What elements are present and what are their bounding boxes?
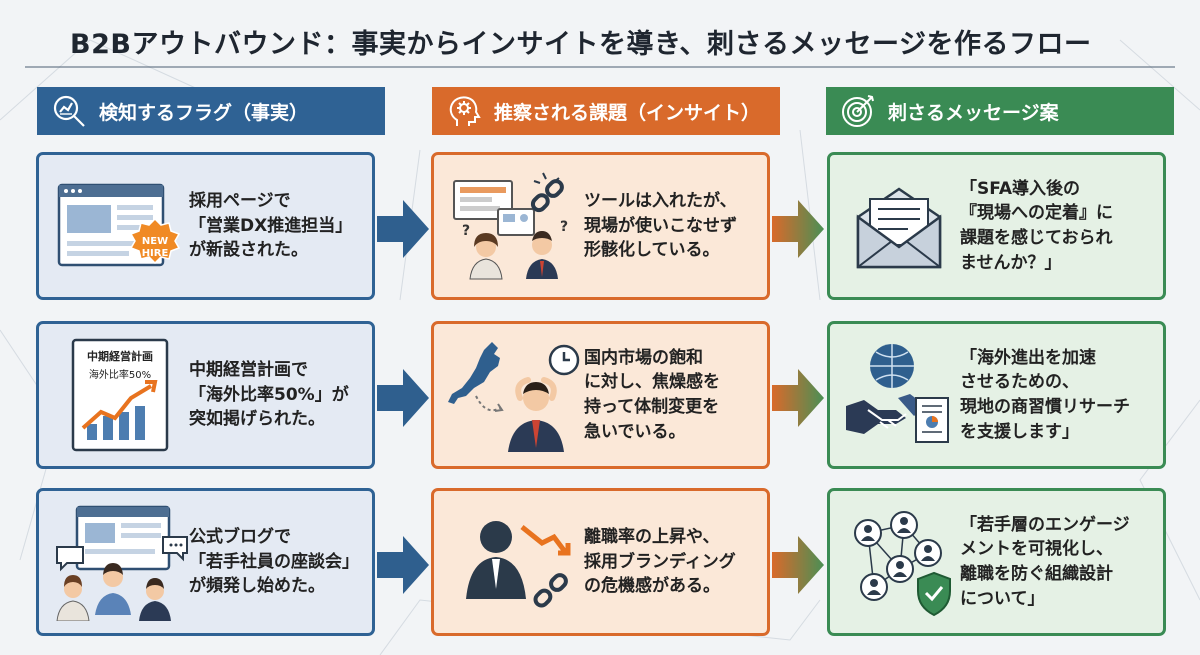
svg-text:HIRE: HIRE [142,248,169,259]
title-divider [25,66,1175,68]
message-card-overseas: 「海外進出を加速 させるための、 現地の商習慣リサーチ を支援します」 [827,321,1166,469]
fact-card-blog: 公式ブログで 「若手社員の座談会」 が頻発し始めた。 [36,488,375,636]
insight-card-tool-adoption: ? ? ツールは入れたが、 現場が使いこなせず 形骸化している。 [431,152,770,300]
plan-document-chart-illustration: 中期経営計画 海外比率50% [51,336,189,454]
message-text: 「海外進出を加速 させるための、 現地の商習慣リサーチ を支援します」 [960,347,1130,442]
magnifier-chart-icon [49,91,89,131]
svg-text:?: ? [462,223,470,239]
fact-text: 採用ページで 「営業DX推進担当」 が新設された。 [189,191,353,261]
flow-arrow-right [377,369,429,427]
fact-card-hiring: NEW HIRE 採用ページで 「営業DX推進担当」 が新設された。 [36,152,375,300]
fact-text: 中期経営計画で 「海外比率50%」が 突如掲げられた。 [189,360,349,430]
column-header-facts: 検知するフラグ（事実） [37,87,385,135]
flow-arrow-right [772,536,824,594]
insight-card-turnover: 離職率の上昇や、 採用ブランディング の危機感がある。 [431,488,770,636]
silhouette-downtrend-broken-link-illustration [446,503,584,621]
people-network-shield-icon [844,503,954,621]
target-arrow-icon [838,91,878,131]
column-header-label: 検知するフラグ（事実） [99,101,309,124]
message-card-engagement: 「若手層のエンゲージ メントを可視化し、 離職を防ぐ組織設計 について」 [827,488,1166,636]
fact-text: 公式ブログで 「若手社員の座談会」 が頻発し始めた。 [189,527,359,597]
flow-arrow-right [377,200,429,258]
column-header-messages: 刺さるメッセージ案 [826,87,1174,135]
brain-gear-icon [444,91,484,131]
flow-arrow-right [377,536,429,594]
message-card-sfa: 「SFA導入後の 『現場への定着』に 課題を感じておられ ませんか？」 [827,152,1166,300]
insight-text: 離職率の上昇や、 採用ブランディング の危機感がある。 [584,527,736,597]
globe-handshake-document-icon [844,336,954,454]
confused-staff-broken-link-illustration: ? ? [446,167,584,285]
message-text: 「若手層のエンゲージ メントを可視化し、 離職を防ぐ組織設計 について」 [960,514,1130,609]
insight-text: ツールは入れたが、 現場が使いこなせず 形骸化している。 [584,191,737,261]
insight-text: 国内市場の飽和 に対し、焦燥感を 持って体制変更を 急いでいる。 [584,347,720,442]
column-header-insights: 推察される課題（インサイト） [432,87,780,135]
envelope-letter-icon [844,167,954,285]
column-header-label: 刺さるメッセージ案 [888,101,1059,124]
message-text: 「SFA導入後の 『現場への定着』に 課題を感じておられ ませんか？」 [960,178,1113,273]
page-title: B2Bアウトバウンド：事実からインサイトを導き、刺さるメッセージを作るフロー [70,29,1092,60]
svg-text:?: ? [560,219,568,235]
insight-card-domestic-saturation: 国内市場の飽和 に対し、焦燥感を 持って体制変更を 急いでいる。 [431,321,770,469]
flow-arrow-right [772,200,824,258]
document-subtitle-text: 海外比率50% [89,368,151,381]
blog-roundtable-illustration [51,503,189,622]
webpage-newhire-illustration: NEW HIRE [51,167,189,285]
japan-map-worried-person-illustration [446,336,584,454]
svg-text:NEW: NEW [142,236,168,247]
column-header-label: 推察される課題（インサイト） [494,101,761,124]
document-title-text: 中期経営計画 [87,349,153,363]
flow-arrow-right [772,369,824,427]
fact-card-midterm-plan: 中期経営計画 海外比率50% 中期経営計画で 「海外比率50%」が 突如掲げられ… [36,321,375,469]
